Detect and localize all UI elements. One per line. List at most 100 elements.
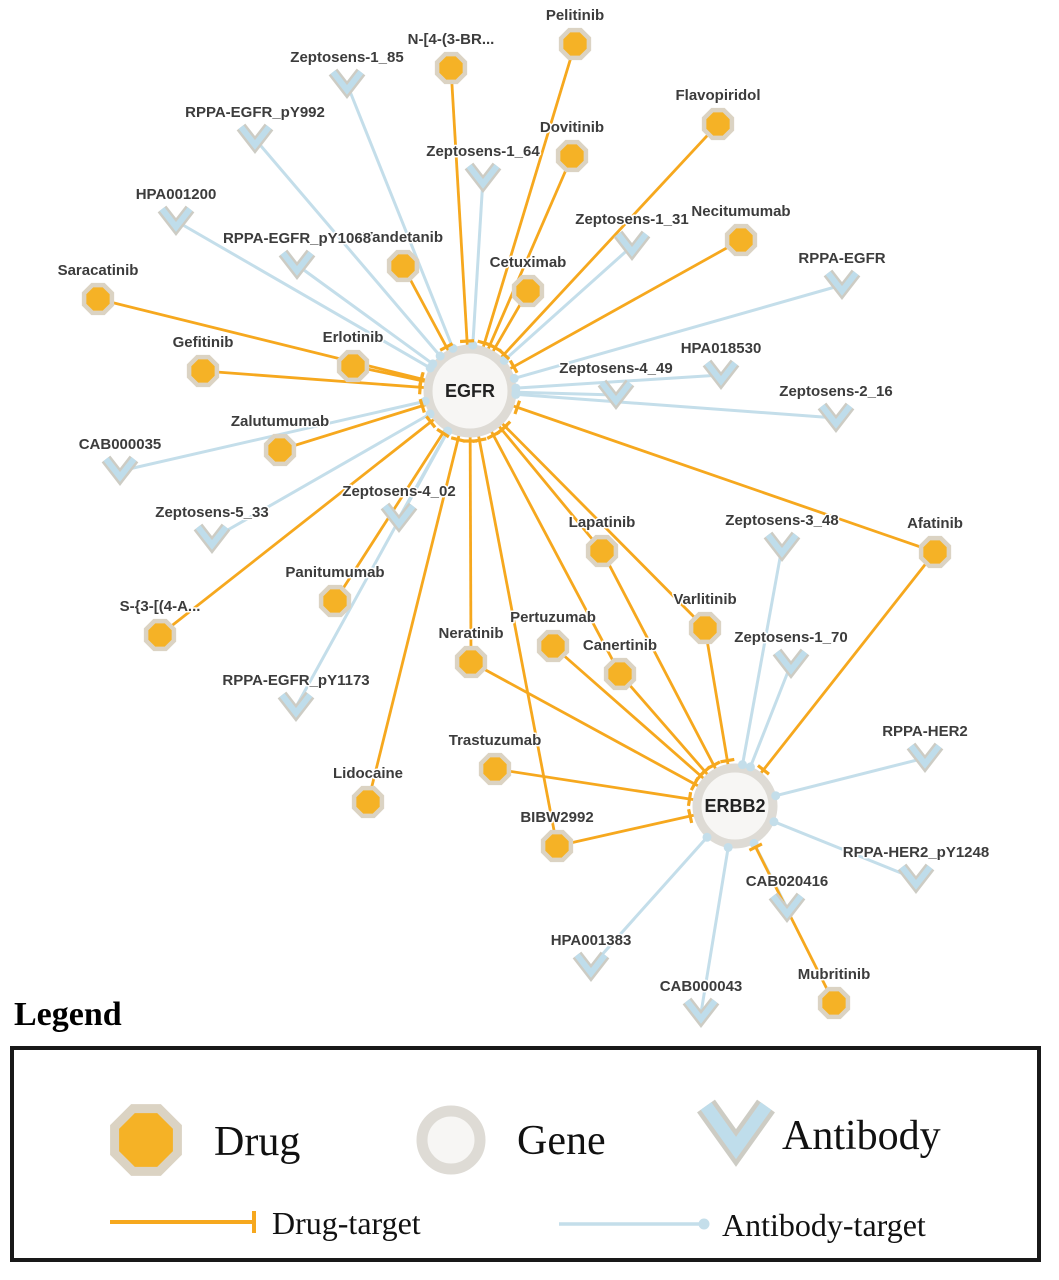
node-Zeptosens-3_48[interactable]: Zeptosens-3_48 (724, 511, 840, 562)
drug-octagon-icon (434, 51, 468, 85)
antibody-chevron-icon (159, 207, 193, 232)
node-EGFR[interactable]: EGFR (423, 344, 517, 438)
node-HPA018530[interactable]: HPA018530 (679, 339, 763, 390)
node-S-{3-[(4-A...[interactable]: S-{3-[(4-A... (118, 597, 202, 652)
node-ERBB2[interactable]: ERBB2 (692, 763, 778, 849)
node-Cetuximab[interactable]: Cetuximab (488, 253, 568, 308)
node-Zeptosens-2_16[interactable]: Zeptosens-2_16 (778, 382, 894, 433)
drug-octagon-icon (143, 618, 177, 652)
node-label: Canertinib (583, 637, 657, 654)
edge-drug-target (733, 551, 937, 807)
node-Zeptosens-1_31[interactable]: Zeptosens-1_31 (574, 210, 690, 261)
edge-drug-target (468, 43, 577, 392)
node-Afatinib[interactable]: Afatinib (906, 514, 964, 569)
node-label: Vandetanib (363, 229, 443, 246)
legend-antibody-edge-label: Antibody-target (722, 1207, 926, 1243)
node-Zeptosens-5_33[interactable]: Zeptosens-5_33 (154, 503, 270, 554)
node-RPPA-HER2_pY1248[interactable]: RPPA-HER2_pY1248 (841, 843, 991, 894)
edge-dot (509, 373, 519, 383)
node-Canertinib[interactable]: Canertinib (581, 636, 659, 691)
node-Mubritinib[interactable]: Mubritinib (796, 965, 872, 1020)
edge-drug-target (470, 660, 736, 808)
inhibition-tee (418, 398, 426, 413)
node-Pelitinib[interactable]: Pelitinib (544, 6, 606, 61)
node-RPPA-HER2[interactable]: RPPA-HER2 (881, 722, 969, 773)
node-Erlotinib[interactable]: Erlotinib (321, 328, 385, 383)
node-HPA001383[interactable]: HPA001383 (549, 931, 633, 982)
node-Vandetanib[interactable]: Vandetanib (361, 228, 445, 283)
node-label: Pertuzumab (510, 609, 596, 626)
node-Necitumumab[interactable]: Necitumumab (690, 202, 792, 257)
antibody-edge-legend-dot (698, 1218, 710, 1230)
node-Zeptosens-4_02[interactable]: Zeptosens-4_02 (341, 482, 457, 533)
node-label: RPPA-EGFR_pY1068 (223, 230, 371, 247)
inhibition-tee (694, 769, 707, 782)
edge-drug-target (159, 389, 471, 637)
antibody-legend-icon (700, 1102, 772, 1160)
drug-octagon-icon (336, 349, 370, 383)
drug-octagon-icon (351, 785, 385, 819)
node-label: Lidocaine (333, 765, 403, 782)
inhibition-tee (686, 791, 693, 807)
node-RPPA-EGFR_pY1173[interactable]: RPPA-EGFR_pY1173 (221, 671, 371, 722)
node-Saracatinib[interactable]: Saracatinib (56, 261, 140, 316)
node-label: Varlitinib (673, 591, 736, 608)
drug-octagon-icon (540, 829, 574, 863)
node-Dovitinib[interactable]: Dovitinib (538, 118, 606, 173)
node-Lapatinib[interactable]: Lapatinib (567, 513, 637, 568)
edge-dot (745, 762, 755, 772)
node-label: Afatinib (907, 515, 963, 532)
node-Zeptosens-4_49[interactable]: Zeptosens-4_49 (558, 359, 674, 410)
antibody-chevron-icon (774, 650, 808, 675)
antibody-chevron-icon (599, 381, 633, 406)
node-Neratinib[interactable]: Neratinib (437, 624, 505, 679)
node-Zeptosens-1_85[interactable]: Zeptosens-1_85 (289, 48, 405, 99)
node-Gefitinib[interactable]: Gefitinib (171, 333, 235, 388)
legend-antibody-label: Antibody (782, 1113, 941, 1159)
drug-octagon-icon (817, 986, 851, 1020)
drug-octagon-icon (318, 584, 352, 618)
node-Pertuzumab[interactable]: Pertuzumab (509, 608, 597, 663)
node-N-[4-(3-BR...[interactable]: N-[4-(3-BR... (406, 30, 496, 85)
edge-antibody-target (345, 83, 472, 392)
node-label: Trastuzumab (449, 732, 542, 749)
node-Lidocaine[interactable]: Lidocaine (331, 764, 405, 819)
edge-dot (771, 791, 781, 801)
edge-drug-target (469, 389, 936, 554)
node-CAB020416[interactable]: CAB020416 (744, 872, 830, 923)
antibody-chevron-icon (615, 232, 649, 257)
node-label: Gefitinib (173, 334, 234, 351)
node-CAB000035[interactable]: CAB000035 (77, 435, 163, 486)
edge-antibody-target (469, 389, 837, 420)
drug-octagon-icon (536, 629, 570, 663)
node-BIBW2992[interactable]: BIBW2992 (519, 808, 595, 863)
edge-dot (769, 817, 779, 827)
edge-dot (737, 760, 747, 770)
edge-antibody-target (119, 389, 471, 473)
drug-octagon-icon (81, 282, 115, 316)
node-label: Cetuximab (490, 254, 567, 271)
node-Flavopiridol[interactable]: Flavopiridol (674, 86, 762, 141)
node-RPPA-EGFR[interactable]: RPPA-EGFR (797, 249, 887, 300)
edge-dot (468, 340, 478, 350)
node-HPA001200[interactable]: HPA001200 (134, 185, 218, 236)
network-graph: EGFR ERBB2 Pelitinib N-[4-(3-BR... Dovitinib… (56, 6, 991, 1028)
node-label: CAB020416 (746, 873, 829, 890)
edge-drug-target (468, 390, 559, 847)
node-Panitumumab[interactable]: Panitumumab (284, 563, 386, 618)
node-RPPA-EGFR_pY1068[interactable]: RPPA-EGFR_pY1068 (221, 229, 373, 280)
node-Zalutumumab[interactable]: Zalutumumab (229, 412, 331, 467)
edge-drug-target (468, 123, 720, 392)
node-CAB000043[interactable]: CAB000043 (658, 977, 744, 1028)
node-Zeptosens-1_70[interactable]: Zeptosens-1_70 (733, 628, 849, 679)
node-RPPA-EGFR_pY992[interactable]: RPPA-EGFR_pY992 (184, 103, 326, 154)
antibody-chevron-icon (195, 525, 229, 550)
node-Trastuzumab[interactable]: Trastuzumab (447, 731, 543, 786)
node-label: Zeptosens-2_16 (779, 383, 892, 400)
node-label: Dovitinib (540, 119, 604, 136)
node-Varlitinib[interactable]: Varlitinib (672, 590, 738, 645)
node-Zeptosens-1_64[interactable]: Zeptosens-1_64 (425, 142, 542, 193)
legend-graphics: Drug Gene Antibody Drug-target Antibody-… (110, 1099, 941, 1243)
legend-drug-label: Drug (214, 1119, 300, 1165)
